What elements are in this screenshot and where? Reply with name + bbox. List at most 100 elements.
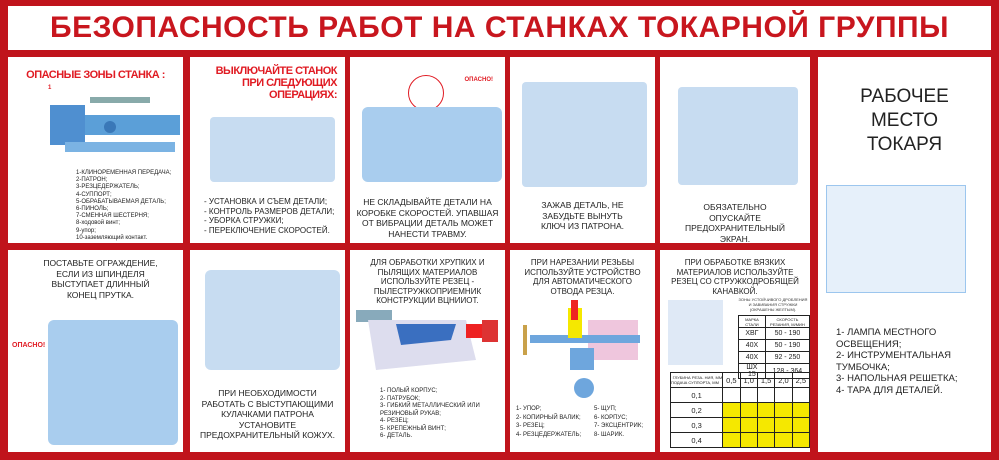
- list-item: 2- ИНСТРУМЕНТАЛЬНАЯ ТУМБОЧКА;: [836, 350, 951, 373]
- highlighted-cell: [739, 402, 758, 418]
- panel-text: НЕ СКЛАДЫВАЙТЕ ДЕТАЛИ НА КОРОБКЕ СКОРОСТ…: [356, 197, 499, 239]
- highlighted-cell: [756, 432, 776, 448]
- table-header: 2,0: [774, 372, 793, 388]
- operations-list: - УСТАНОВКА И СЪЕМ ДЕТАЛИ; - КОНТРОЛЬ РА…: [204, 197, 334, 235]
- table-header: 1,5: [756, 372, 776, 388]
- panel-text: ПРИ НАРЕЗАНИИ РЕЗЬБЫ ИСПОЛЬЗУЙТЕ УСТРОЙС…: [524, 258, 641, 296]
- callout-numbers: 1: [48, 85, 55, 91]
- feed-label: ПОДАЧА СУППОРТА, ММ: [671, 380, 719, 385]
- list-item: 2-ПАТРОН;: [76, 177, 108, 184]
- table-cell: [739, 387, 758, 403]
- table-row: 0,1: [669, 387, 810, 403]
- panel-threading: ПРИ НАРЕЗАНИИ РЕЗЬБЫ ИСПОЛЬЗУЙТЕ УСТРОЙС…: [510, 250, 655, 452]
- list-item: - КОНТРОЛЬ РАЗМЕРОВ ДЕТАЛИ;: [204, 206, 335, 216]
- panel-heading: ВЫКЛЮЧАЙТЕ СТАНОК ПРИ СЛЕДУЮЩИХ ОПЕРАЦИЯ…: [215, 65, 338, 101]
- table-cell: ХВГ: [738, 327, 766, 340]
- table-header: СКОРОСТЬ РЕЗАНИЯ, М/МИН: [764, 315, 810, 328]
- depth-label: ГЛУБИНА РЕЗА- НИЯ, ММ: [672, 375, 723, 380]
- list-item: 7- ЭКСЦЕНТРИК;: [594, 423, 643, 429]
- list-item: 4- РЕЗЕЦ;: [380, 418, 409, 424]
- list-item: 1-КЛИНОРЕМЕННАЯ ПЕРЕДАЧА;: [76, 170, 172, 176]
- highlighted-cell: [791, 432, 810, 448]
- chip-breaker-cutter-illustration: [668, 300, 723, 365]
- highlighted-cell: [756, 402, 776, 418]
- dust-cutter-diagram: [356, 310, 501, 382]
- table-row: 0,3: [669, 417, 810, 433]
- danger-label: ОПАСНО!: [12, 342, 46, 349]
- list-item: 10-заземляющий контакт.: [76, 234, 148, 241]
- table-header: 1,0: [739, 372, 758, 388]
- worker-chuck-key-illustration: [522, 82, 647, 187]
- table-cell: 50 - 190: [764, 327, 810, 340]
- list-item: 7-СМЕННАЯ ШЕСТЕРНЯ;: [76, 213, 149, 220]
- panel-danger-zones: ОПАСНЫЕ ЗОНЫ СТАНКА : 1 1-КЛИНОРЕМЕННАЯ …: [8, 57, 183, 243]
- list-item: 4- ТАРА ДЛЯ ДЕТАЛЕЙ.: [836, 384, 943, 396]
- list-item: 6- КОРПУС;: [594, 414, 628, 421]
- table-caption: ЗОНЫ УСТОЙЧИВОГО ДРОБЛЕНИЯ И ЗАВИВАНИЯ С…: [738, 297, 808, 312]
- table-cell: [722, 387, 741, 403]
- table-cell: 0,3: [669, 417, 724, 433]
- gearbox-illustration: [362, 107, 502, 182]
- list-item: 5-ОБРАБАТЫВАЕМАЯ ДЕТАЛЬ;: [76, 198, 166, 205]
- panel-viscous: ПРИ ОБРАБОТКЕ ВЯЗКИХ МАТЕРИАЛОВ ИСПОЛЬЗУ…: [660, 250, 810, 452]
- panel-heading: ОПАСНЫЕ ЗОНЫ СТАНКА :: [26, 69, 165, 81]
- panel-text: ПРИ ОБРАБОТКЕ ВЯЗКИХ МАТЕРИАЛОВ ИСПОЛЬЗУ…: [671, 258, 799, 296]
- panel-cover: ПРИ НЕОБХОДИМОСТИ РАБОТАТЬ С ВЫСТУПАЮЩИМ…: [190, 250, 345, 452]
- highlighted-cell: [791, 402, 810, 418]
- table-header: 2,5: [791, 372, 810, 388]
- highlighted-cell: [739, 432, 758, 448]
- panel-text: ОБЯЗАТЕЛЬНО ОПУСКАЙТЕ ПРЕДОХРАНИТЕЛЬНЫЙ …: [685, 202, 785, 243]
- list-item: 3- ГИБКИЙ МЕТАЛЛИЧЕСКИЙ ИЛИ РЕЗИНОВЫЙ РУ…: [380, 403, 480, 417]
- danger-label: ОПАСНО!: [464, 77, 494, 83]
- callout: 1: [48, 85, 56, 91]
- table-cell: 50 - 190: [764, 339, 810, 352]
- table-cell: [756, 387, 776, 403]
- highlighted-cell: [739, 417, 758, 433]
- highlighted-cell: [774, 432, 793, 448]
- table-row: 0,4: [669, 432, 810, 448]
- list-item: 8- ШАРИК.: [594, 431, 624, 438]
- list-item: 2- КОПИРНЫЙ ВАЛИК;: [516, 414, 581, 421]
- worker-screen-illustration: [678, 87, 798, 185]
- list-item: 8-ходовой винт;: [76, 220, 121, 227]
- list-item: 3- НАПОЛЬНАЯ РЕШЕТКА;: [836, 373, 958, 384]
- highlighted-cell: [791, 417, 810, 433]
- table-header: 0,5: [722, 372, 741, 388]
- panel-guard: ПОСТАВЬТЕ ОГРАЖДЕНИЕ, ЕСЛИ ИЗ ШПИНДЕЛЯ В…: [8, 250, 183, 452]
- spindle-guard-illustration: [48, 320, 178, 445]
- highlighted-cell: [756, 417, 776, 433]
- panel-text: ПРИ НЕОБХОДИМОСТИ РАБОТАТЬ С ВЫСТУПАЮЩИМ…: [199, 388, 336, 440]
- highlighted-cell: [774, 402, 793, 418]
- panel-brittle: ДЛЯ ОБРАБОТКИ ХРУПКИХ И ПЫЛЯЩИХ МАТЕРИАЛ…: [350, 250, 505, 452]
- table-cell: 0,1: [669, 387, 724, 403]
- panel-text: ЗАЖАВ ДЕТАЛЬ, НЕ ЗАБУДЬТЕ ВЫНУТЬ КЛЮЧ ИЗ…: [540, 200, 625, 231]
- workplace-heading: РАБОЧЕЕ МЕСТО ТОКАРЯ: [860, 86, 949, 155]
- threading-list-left: 1- УПОР; 2- КОПИРНЫЙ ВАЛИК; 3- РЕЗЕЦ; 4-…: [516, 405, 581, 439]
- table-cell: 92 - 250: [764, 351, 810, 364]
- table-cell: 40Х: [738, 351, 766, 364]
- panel-switch-off: ВЫКЛЮЧАЙТЕ СТАНОК ПРИ СЛЕДУЮЩИХ ОПЕРАЦИЯ…: [190, 57, 345, 243]
- list-item: 9-упор;: [76, 227, 96, 234]
- thread-retract-diagram: [518, 300, 653, 400]
- table-cell: [774, 387, 793, 403]
- table-row: 0,2: [669, 402, 810, 418]
- list-item: 6- ДЕТАЛЬ.: [380, 433, 413, 439]
- highlighted-cell: [722, 402, 741, 418]
- panel-text: ДЛЯ ОБРАБОТКИ ХРУПКИХ И ПЫЛЯЩИХ МАТЕРИАЛ…: [370, 258, 485, 305]
- list-item: 3- РЕЗЕЦ;: [516, 423, 545, 429]
- highlighted-cell: [722, 432, 741, 448]
- list-item: 6-ПИНОЛЬ;: [76, 206, 109, 213]
- list-item: 5- КРЕПЕЖНЫЙ ВИНТ;: [380, 425, 446, 432]
- table-cell: 40Х: [738, 339, 766, 352]
- table-header: МАРКА СТАЛИ: [738, 315, 766, 328]
- list-item: 2- ПАТРУБОК;: [380, 395, 420, 402]
- workplace-illustration: [826, 185, 966, 293]
- lathe-illustration: [40, 87, 180, 157]
- list-item: 3-РЕЗЦЕДЕРЖАТЕЛЬ;: [76, 184, 140, 191]
- panel-gearbox: ОПАСНО! НЕ СКЛАДЫВАЙТЕ ДЕТАЛИ НА КОРОБКЕ…: [350, 57, 505, 243]
